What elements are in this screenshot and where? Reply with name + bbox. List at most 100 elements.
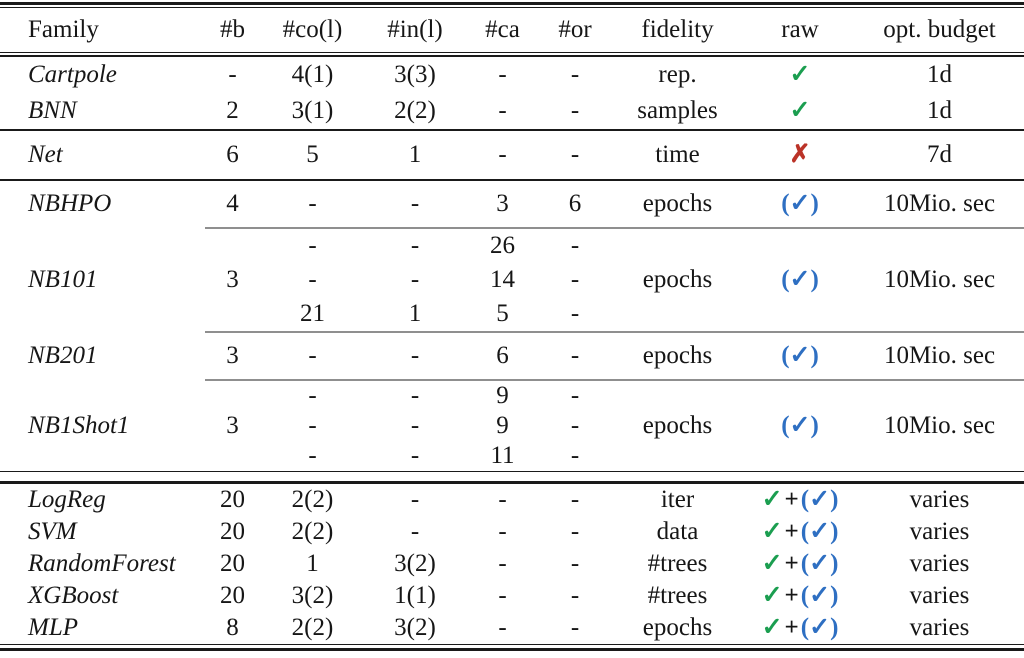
cell-b: 3: [226, 341, 239, 369]
cell-budget: varies: [909, 613, 970, 641]
cell-ca: -: [498, 96, 507, 124]
cell-b: 6: [226, 140, 239, 168]
cell-ca: 3: [496, 189, 509, 217]
header-fidelity: fidelity: [641, 15, 714, 43]
cell-or: 6: [568, 189, 582, 217]
section-rule: [0, 471, 1024, 484]
cell-family: RandomForest: [28, 549, 176, 577]
cell-in: -: [410, 485, 420, 513]
header-ca: #ca: [485, 15, 520, 43]
cell-ca: -: [498, 613, 507, 641]
cell-in: -: [410, 265, 420, 293]
rule-row-header: [0, 52, 1024, 57]
cell-budget: 10Mio. sec: [883, 341, 996, 369]
cell-family: BNN: [28, 96, 77, 124]
cell-fidelity: #trees: [647, 581, 708, 609]
plus-sign: +: [784, 517, 799, 545]
cell-budget: varies: [909, 517, 970, 545]
cell-or: -: [570, 299, 580, 327]
cell-fidelity: epochs: [642, 341, 713, 369]
cell-in: -: [410, 441, 420, 469]
cell-in: -: [410, 411, 420, 439]
cell-co: 21: [300, 299, 325, 327]
cross-icon: ✗: [789, 140, 811, 168]
cell-fidelity: time: [655, 140, 700, 168]
cell-ca: 9: [496, 411, 509, 439]
cell-b: -: [228, 60, 237, 88]
check-icon: ✓: [761, 549, 783, 577]
cell-raw: (✓): [745, 381, 855, 471]
table-subrow: --11-: [0, 441, 1024, 471]
cell-ca: -: [498, 517, 507, 545]
table-subrow: --14-: [0, 263, 1024, 297]
paren-check-icon: (✓): [781, 341, 819, 369]
cell-budget: 10Mio. sec: [883, 189, 996, 217]
cell-raw: ✓+(✓): [745, 612, 855, 644]
partial-rule: [205, 227, 1024, 229]
cell-fidelity: data: [656, 517, 699, 545]
cell-co: 1: [306, 549, 319, 577]
cell-co: 4(1): [291, 60, 334, 88]
cell-raw: ✓+(✓): [745, 548, 855, 580]
check-icon: ✓: [761, 613, 783, 641]
cell-fidelity: epochs: [642, 613, 713, 641]
cell-in: 1: [408, 299, 422, 327]
check-icon: ✓: [761, 581, 783, 609]
cell-ca: -: [498, 581, 507, 609]
cell-ca: 14: [490, 265, 515, 293]
cell-in: 2(2): [394, 96, 436, 124]
cell-family: Cartpole: [28, 60, 117, 88]
header-budget: opt. budget: [883, 15, 996, 43]
cell-budget: 10Mio. sec: [883, 265, 996, 293]
cell-ca: -: [498, 140, 507, 168]
cell-ca: 26: [490, 231, 515, 259]
paren-check-icon: (✓): [800, 485, 839, 513]
rule-row-partial: [0, 331, 1024, 333]
cell-in: 3(3): [394, 60, 436, 88]
cell-b: 20: [220, 581, 245, 609]
cell-raw: (✓): [745, 181, 855, 227]
cell-budget: varies: [909, 581, 970, 609]
cell-budget: varies: [909, 549, 970, 577]
paren-check-icon: (✓): [781, 189, 819, 217]
check-icon: ✓: [789, 96, 811, 124]
cell-b: 20: [220, 549, 245, 577]
cell-or: -: [570, 341, 580, 369]
top-rule: [0, 0, 1024, 8]
cell-or: -: [570, 265, 580, 293]
cell-budget: 7d: [927, 140, 952, 168]
cell-co: -: [308, 231, 317, 259]
cell-b: 20: [220, 517, 245, 545]
cell-raw: ✓+(✓): [745, 516, 855, 548]
cell-ca: 5: [496, 299, 509, 327]
cell-ca: -: [498, 549, 507, 577]
bottom-rule: [0, 644, 1024, 651]
cell-co: -: [308, 411, 317, 439]
cell-or: -: [570, 60, 580, 88]
cell-or: -: [570, 411, 580, 439]
cell-family: NB201: [28, 341, 98, 369]
cell-fidelity: samples: [637, 96, 718, 124]
cell-family: Net: [28, 140, 63, 168]
cell-b: 2: [226, 96, 239, 124]
cell-b: 20: [220, 485, 245, 513]
table-subrow: - - 9 -: [0, 411, 1024, 441]
cell-in: 1: [408, 140, 422, 168]
cell-budget: 1d: [927, 60, 952, 88]
plus-sign: +: [784, 613, 799, 641]
cell-co: -: [308, 189, 317, 217]
check-icon: ✓: [761, 485, 783, 513]
rule-row-top: [0, 0, 1024, 8]
cell-or: -: [570, 140, 580, 168]
cell-budget: 1d: [927, 96, 952, 124]
cell-raw: ✗: [745, 131, 855, 179]
paren-check-icon: (✓): [800, 517, 839, 545]
cell-in: 3(2): [394, 613, 436, 641]
rule-row-partial: [0, 379, 1024, 381]
check-icon: ✓: [761, 517, 783, 545]
